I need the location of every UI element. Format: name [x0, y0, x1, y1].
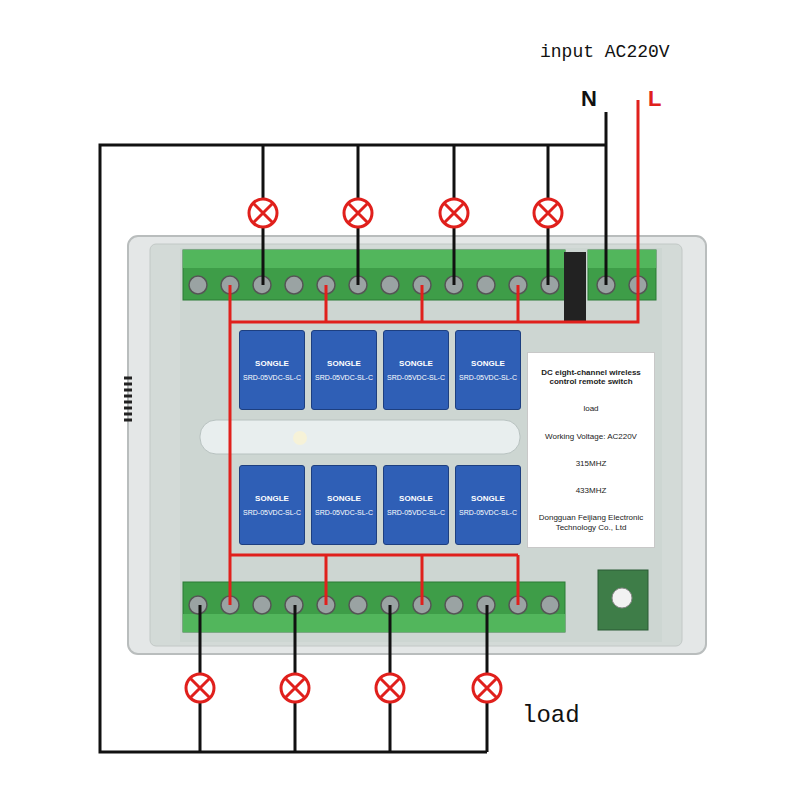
relay-box: SONGLE SRD-05VDC-SL-C	[455, 465, 521, 545]
sticker-text: load	[583, 404, 598, 414]
relay-model: SRD-05VDC-SL-C	[315, 509, 373, 516]
relay-model: SRD-05VDC-SL-C	[459, 374, 517, 381]
relay-brand: SONGLE	[399, 494, 433, 503]
relay-box: SONGLE SRD-05VDC-SL-C	[239, 330, 305, 410]
sticker-text: Dongguan Feijiang Electronic Technology …	[534, 513, 648, 532]
sticker-text: 315MHZ	[576, 459, 607, 469]
load-label: load	[520, 702, 582, 729]
relay-box: SONGLE SRD-05VDC-SL-C	[311, 465, 377, 545]
sticker-text: DC eight-channel wireless control remote…	[534, 368, 648, 387]
relay-model: SRD-05VDC-SL-C	[315, 374, 373, 381]
relay-brand: SONGLE	[471, 359, 505, 368]
relay-model: SRD-05VDC-SL-C	[243, 374, 301, 381]
live-label: L	[646, 86, 663, 112]
relay-brand: SONGLE	[399, 359, 433, 368]
relay-brand: SONGLE	[327, 494, 361, 503]
relay-brand: SONGLE	[327, 359, 361, 368]
relay-box: SONGLE SRD-05VDC-SL-C	[239, 465, 305, 545]
relay-brand: SONGLE	[255, 359, 289, 368]
relay-brand: SONGLE	[255, 494, 289, 503]
relay-box: SONGLE SRD-05VDC-SL-C	[383, 465, 449, 545]
sticker-text: 433MHZ	[576, 486, 607, 496]
neutral-label: N	[579, 86, 599, 112]
relay-model: SRD-05VDC-SL-C	[459, 509, 517, 516]
relay-box: SONGLE SRD-05VDC-SL-C	[311, 330, 377, 410]
relay-model: SRD-05VDC-SL-C	[387, 374, 445, 381]
relay-box: SONGLE SRD-05VDC-SL-C	[383, 330, 449, 410]
relay-model: SRD-05VDC-SL-C	[243, 509, 301, 516]
relay-box: SONGLE SRD-05VDC-SL-C	[455, 330, 521, 410]
relay-model: SRD-05VDC-SL-C	[387, 509, 445, 516]
input-label: input AC220V	[538, 42, 672, 62]
label-sticker: DC eight-channel wireless control remote…	[527, 352, 655, 548]
sticker-text: Working Voltage: AC220V	[545, 432, 637, 442]
relay-brand: SONGLE	[471, 494, 505, 503]
